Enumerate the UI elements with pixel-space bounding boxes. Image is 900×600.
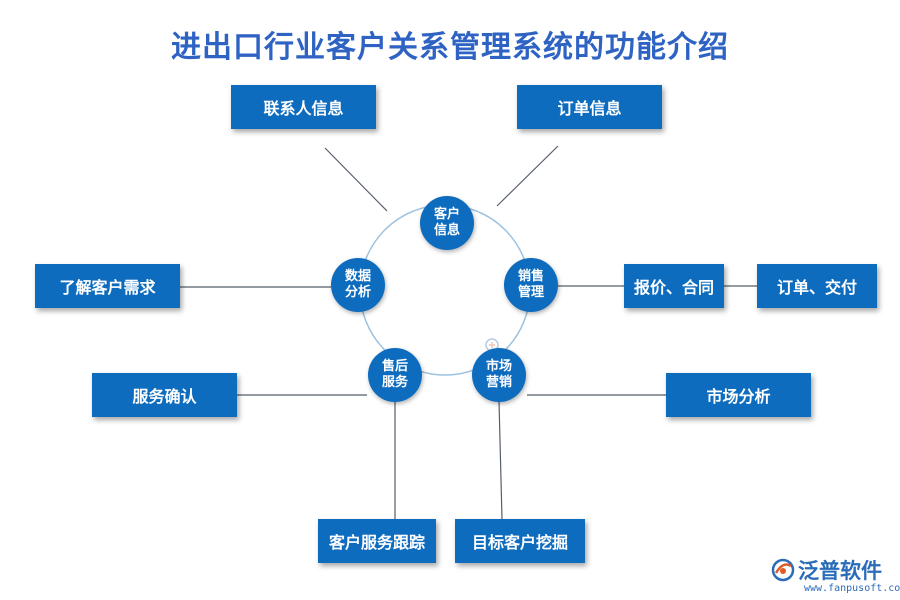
logo-name: 泛普软件 (798, 559, 882, 583)
node-label-line1: 销售 (517, 269, 544, 284)
box-quote-contract: 报价、合同 (624, 264, 724, 308)
node-label-line2: 分析 (344, 285, 371, 300)
node-label-line2: 信息 (433, 223, 460, 238)
line-order-info (496, 145, 559, 207)
page-title: 进出口行业客户关系管理系统的功能介绍 (171, 30, 729, 65)
node-sales-management: 销售 管理 (504, 258, 558, 312)
box-order-info: 订单信息 (517, 85, 662, 129)
box-contact-info: 联系人信息 (231, 85, 376, 129)
node-label-line1: 数据 (344, 269, 371, 284)
node-label-line1: 客户 (433, 207, 460, 222)
node-label-line1: 售后 (381, 359, 408, 374)
node-label-line2: 营销 (485, 375, 512, 390)
box-order-delivery: 订单、交付 (757, 264, 877, 308)
line-contact-info (324, 147, 388, 212)
node-market-marketing: 市场 营销 (472, 348, 526, 402)
box-customer-needs: 了解客户需求 (35, 264, 180, 308)
line-target-mining (498, 400, 503, 520)
node-data-analysis: 数据 分析 (331, 258, 385, 312)
node-label-line1: 市场 (485, 359, 512, 374)
box-service-confirm: 服务确认 (92, 373, 237, 417)
fanpu-logo-icon (770, 557, 796, 583)
node-label-line2: 服务 (381, 375, 408, 390)
box-service-tracking: 客户服务跟踪 (318, 519, 436, 563)
node-label-line2: 管理 (517, 285, 544, 300)
brand-logo: 泛普软件 www.fanpusoft.com (770, 553, 900, 598)
node-customer-info: 客户 信息 (420, 196, 474, 250)
box-market-analysis: 市场分析 (666, 373, 811, 417)
logo-url: www.fanpusoft.com (804, 583, 900, 594)
node-after-sales: 售后 服务 (368, 348, 422, 402)
box-target-mining: 目标客户挖掘 (455, 519, 585, 563)
